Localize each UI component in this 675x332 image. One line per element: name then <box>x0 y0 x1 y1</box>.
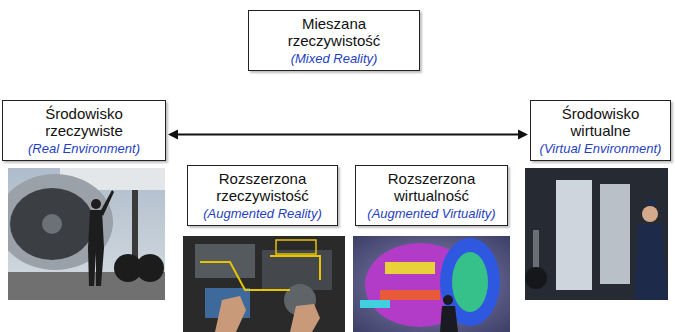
turbine-hub <box>452 252 488 312</box>
person-arm <box>100 190 114 216</box>
ar-overlay-line <box>200 262 290 290</box>
concept-box: Rozszerzona wirtualność(Augmented Virtua… <box>355 165 508 226</box>
ar-photo <box>183 236 345 332</box>
cabin-panel <box>556 180 592 290</box>
box-title: Środowisko rzeczywiste <box>23 105 145 140</box>
cabin-background <box>525 168 668 300</box>
person-head <box>91 199 101 209</box>
cabin-panel <box>600 184 630 284</box>
real-photo <box>8 168 165 300</box>
english-term: (Real Environment) <box>8 141 160 157</box>
landing-gear <box>533 230 539 270</box>
virtual-photo <box>525 168 668 300</box>
english-term: (Virtual Environment) <box>536 141 665 157</box>
hand <box>215 296 246 332</box>
concept-box: Środowisko wirtualne(Virtual Environment… <box>530 100 671 161</box>
figure-head <box>642 206 658 222</box>
turbine-part <box>385 262 435 274</box>
box-title: Rozszerzona rzeczywistość <box>205 170 321 205</box>
virtual-space <box>353 236 510 332</box>
connector-line <box>177 134 519 136</box>
wheel <box>136 254 164 282</box>
figure-hat <box>646 200 656 205</box>
english-term: (Augmented Virtuality) <box>361 206 502 222</box>
box-title: Środowisko wirtualne <box>545 105 657 140</box>
person-body <box>88 210 104 286</box>
concept-box: Mieszana rzeczywistość(Mixed Reality) <box>248 10 420 71</box>
ar-overlay-label <box>276 240 316 254</box>
concept-box: Rozszerzona rzeczywistość(Augmented Real… <box>187 165 338 226</box>
arrowhead <box>168 130 178 140</box>
figure-body <box>634 224 668 300</box>
landing-gear <box>132 190 138 260</box>
turbine-part <box>380 290 440 300</box>
box-title: Rozszerzona wirtualność <box>374 170 490 205</box>
engine-part <box>262 250 332 290</box>
hand <box>290 304 320 332</box>
wheel <box>525 267 547 289</box>
person-head <box>443 295 453 305</box>
arrowhead <box>518 130 528 140</box>
concept-box: Środowisko rzeczywiste(Real Environment) <box>2 100 166 161</box>
turbine-part <box>360 300 390 308</box>
engine-spinner <box>42 214 62 234</box>
engine-intake <box>10 188 94 260</box>
english-term: (Mixed Reality) <box>254 51 414 67</box>
box-title: Mieszana rzeczywistość <box>278 15 390 50</box>
person-body <box>440 306 458 332</box>
english-term: (Augmented Reality) <box>193 206 332 222</box>
double-arrow <box>168 130 528 140</box>
av-photo <box>353 236 510 332</box>
engine-bay <box>183 236 345 332</box>
ar-overlay-line <box>270 256 320 280</box>
